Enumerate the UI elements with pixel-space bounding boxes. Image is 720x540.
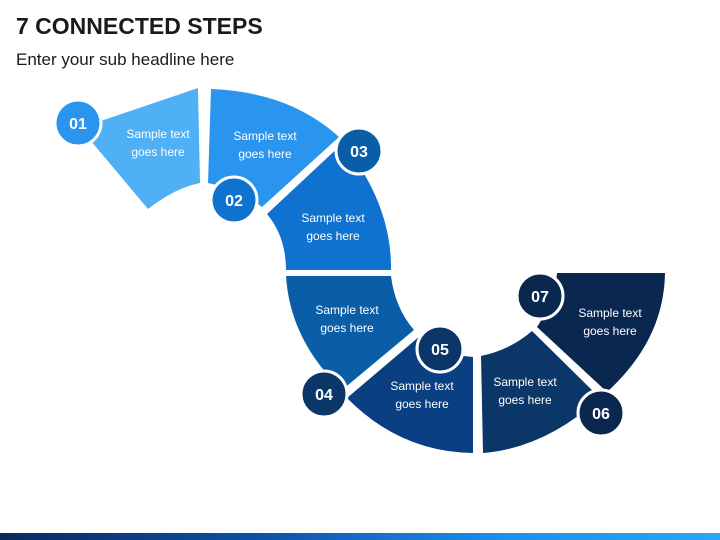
step-05-badge: 05: [415, 324, 465, 374]
step-02-circle: [209, 175, 259, 225]
step-04-segment[interactable]: [286, 276, 414, 390]
step-01-circle: [53, 98, 103, 148]
step-05-text-line1: Sample text: [390, 379, 454, 393]
step-05-text-line2: goes here: [395, 397, 449, 411]
step-04-text-line2: goes here: [320, 321, 374, 335]
step-02-number: 02: [225, 193, 243, 210]
step-06-text-line1: Sample text: [493, 375, 557, 389]
step-01-text-line2: goes here: [131, 145, 185, 159]
step-07-badge: 07: [515, 271, 565, 321]
step-06-badge: 06: [576, 388, 626, 438]
step-03-number: 03: [350, 144, 368, 161]
step-04-badge: 04: [299, 369, 349, 419]
step-07-number: 07: [531, 289, 549, 306]
step-07-text-line1: Sample text: [578, 306, 642, 320]
step-01-text-line1: Sample text: [126, 127, 190, 141]
step-06-text-line2: goes here: [498, 393, 552, 407]
step-02-badge: 02: [209, 175, 259, 225]
step-05-circle: [415, 324, 465, 374]
step-05-number: 05: [431, 342, 449, 359]
step-07-circle: [515, 271, 565, 321]
step-01-segment[interactable]: [80, 88, 200, 209]
step-07-text-line2: goes here: [583, 324, 637, 338]
step-07-segment[interactable]: [537, 273, 665, 392]
step-03-circle: [334, 126, 384, 176]
step-01-number: 01: [69, 116, 87, 133]
step-02-text-line1: Sample text: [233, 129, 297, 143]
step-04-circle: [299, 369, 349, 419]
step-06-circle: [576, 388, 626, 438]
page-subtitle: Enter your sub headline here: [16, 50, 235, 69]
step-04-text-line1: Sample text: [315, 303, 379, 317]
step-03-badge: 03: [334, 126, 384, 176]
step-02-text-line2: goes here: [238, 147, 292, 161]
step-06-number: 06: [592, 406, 610, 423]
step-06-segment[interactable]: [481, 331, 600, 453]
step-01-badge: 01: [53, 98, 103, 148]
step-04-number: 04: [315, 387, 333, 404]
bottom-accent-bar: [0, 533, 720, 540]
page-title: 7 CONNECTED STEPS: [16, 13, 263, 39]
step-03-text-line2: goes here: [306, 229, 360, 243]
step-03-text-line1: Sample text: [301, 211, 365, 225]
